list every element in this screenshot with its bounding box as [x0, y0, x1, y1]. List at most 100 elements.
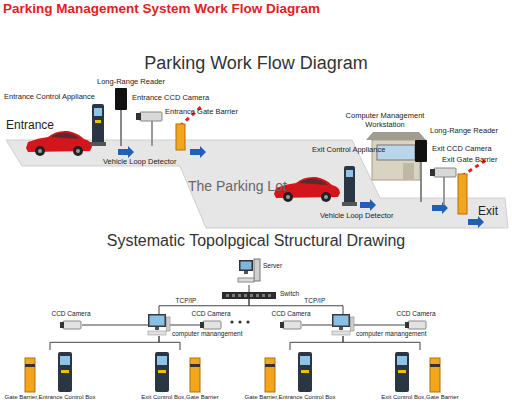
control-box-and-barrier: [158, 370, 166, 373]
gate-box-node: Gate Barrier,Entrance Control Box: [25, 350, 75, 392]
part-label: Long-Range Reader: [97, 78, 165, 87]
camera-icon: [200, 321, 221, 329]
camera-icon: [280, 321, 301, 329]
part-label: Exit CCD Camera: [432, 145, 492, 154]
entrance-car: [76, 149, 80, 153]
flow-arrow: [118, 146, 134, 158]
camera-icon: [63, 321, 81, 329]
camera-icon: [60, 321, 81, 329]
camera-icon: [405, 321, 426, 329]
switch-icon: [244, 294, 247, 297]
control-box-and-barrier: [398, 370, 406, 373]
barrier-and-control-box: [301, 370, 309, 373]
pc-icon: [148, 314, 170, 335]
exit-control-appliance: [342, 202, 357, 206]
barrier-and-control-box: [300, 356, 310, 365]
camera-icon: [408, 321, 426, 329]
entrance-ccd-camera: [151, 120, 153, 146]
flow-arrow: [432, 202, 448, 214]
node-text: computer manangement: [356, 330, 436, 337]
gate-box-node: Gate Barrier,Entrance Control Box: [265, 350, 315, 392]
exit-control-appliance: [344, 166, 355, 204]
section-heading: Systematic Topolpgical Structural Drawin…: [91, 232, 421, 250]
server-node: Server: [237, 258, 261, 285]
part-label: Entrance Control Appliance: [4, 93, 95, 102]
gate-box-node: Exit Control Box,Gate Barrier: [155, 350, 205, 392]
network-link: [249, 285, 250, 292]
control-box-and-barrier: [397, 356, 407, 365]
pc-icon: [332, 314, 350, 327]
camera-icon: [405, 322, 409, 328]
network-link: [343, 336, 420, 350]
pc-icon: [332, 314, 354, 335]
barrier-and-control-box: [61, 370, 69, 373]
entrance-ccd-camera: [136, 112, 162, 146]
continuation-dots: [238, 320, 241, 323]
node-text: Exit Control Box,Gate Barrier: [365, 394, 475, 401]
camera-node: CCD Camera: [200, 320, 222, 330]
parking-road: [6, 140, 508, 228]
management-booth: [403, 163, 414, 180]
switch-icon: [262, 294, 265, 297]
exit-car: [321, 192, 331, 202]
area-label: The Parking Lot: [188, 178, 287, 194]
entrance-control-appliance: [94, 108, 102, 116]
entrance-car: [73, 146, 83, 156]
camera-icon: [203, 321, 221, 329]
switch-node: Switch: [222, 292, 276, 299]
part-label: Entrance Gate Barrier: [165, 108, 238, 117]
server-icon: [238, 278, 254, 282]
node-text: Exit Control Box,Gate Barrier: [125, 394, 235, 401]
node-text: Switch: [280, 290, 320, 297]
computer-node: computer manangement: [148, 314, 170, 336]
pc-icon: [155, 327, 159, 330]
server-icon: [239, 260, 253, 271]
switch-icon: [268, 294, 271, 297]
diagram-title: Parking Management System Work Flow Diag…: [3, 1, 320, 17]
barrier-and-control-box: [298, 352, 312, 392]
exit-ccd-camera: [430, 169, 435, 176]
exit-car: [286, 195, 290, 199]
part-label: Computer Management Workstation: [339, 112, 431, 129]
parking-road: [6, 140, 508, 228]
exit-control-appliance: [342, 166, 357, 206]
place-label: Exit: [478, 205, 498, 219]
camera-node: CCD Camera: [280, 320, 302, 330]
entrance-car: [35, 146, 45, 156]
entrance-control-appliance: [90, 142, 106, 146]
computer-node: computer manangement: [332, 314, 354, 336]
long-range-reader: [415, 140, 427, 202]
server-icon: [254, 259, 260, 281]
exit-gate-barrier: [458, 174, 467, 214]
part-label: Vehicle Loop Detector: [103, 158, 176, 167]
flow-arrow: [360, 199, 376, 211]
node-text: Gate Barrier,Entrance Control Box: [235, 394, 345, 401]
entrance-car: [26, 131, 92, 156]
exit-ccd-camera: [443, 176, 445, 205]
exit-car: [299, 179, 328, 185]
network-link: [170, 325, 200, 326]
switch-icon: [222, 292, 276, 299]
part-label: Long-Range Reader: [430, 127, 498, 136]
network-link: [50, 336, 159, 350]
barrier-and-control-box: [25, 352, 72, 392]
barrier-and-control-box: [265, 352, 312, 392]
switch-icon: [222, 292, 276, 299]
pc-icon: [332, 331, 350, 335]
pc-icon: [167, 317, 171, 331]
edge-label: TCP/IP: [304, 297, 325, 304]
part-label: Vehicle Loop Detector: [320, 212, 393, 221]
control-box-and-barrier: [395, 352, 440, 392]
switch-icon: [250, 294, 253, 297]
network-link: [290, 336, 343, 350]
continuation-dots: [246, 320, 249, 323]
camera-icon: [283, 321, 301, 329]
pc-icon: [339, 327, 343, 330]
long-range-reader: [115, 88, 127, 110]
node-text: computer manangement: [172, 330, 252, 337]
barrier-and-control-box: [60, 356, 70, 365]
long-range-reader: [420, 160, 422, 202]
pc-icon: [150, 316, 165, 326]
long-range-reader: [415, 140, 427, 162]
network-link: [82, 325, 148, 326]
